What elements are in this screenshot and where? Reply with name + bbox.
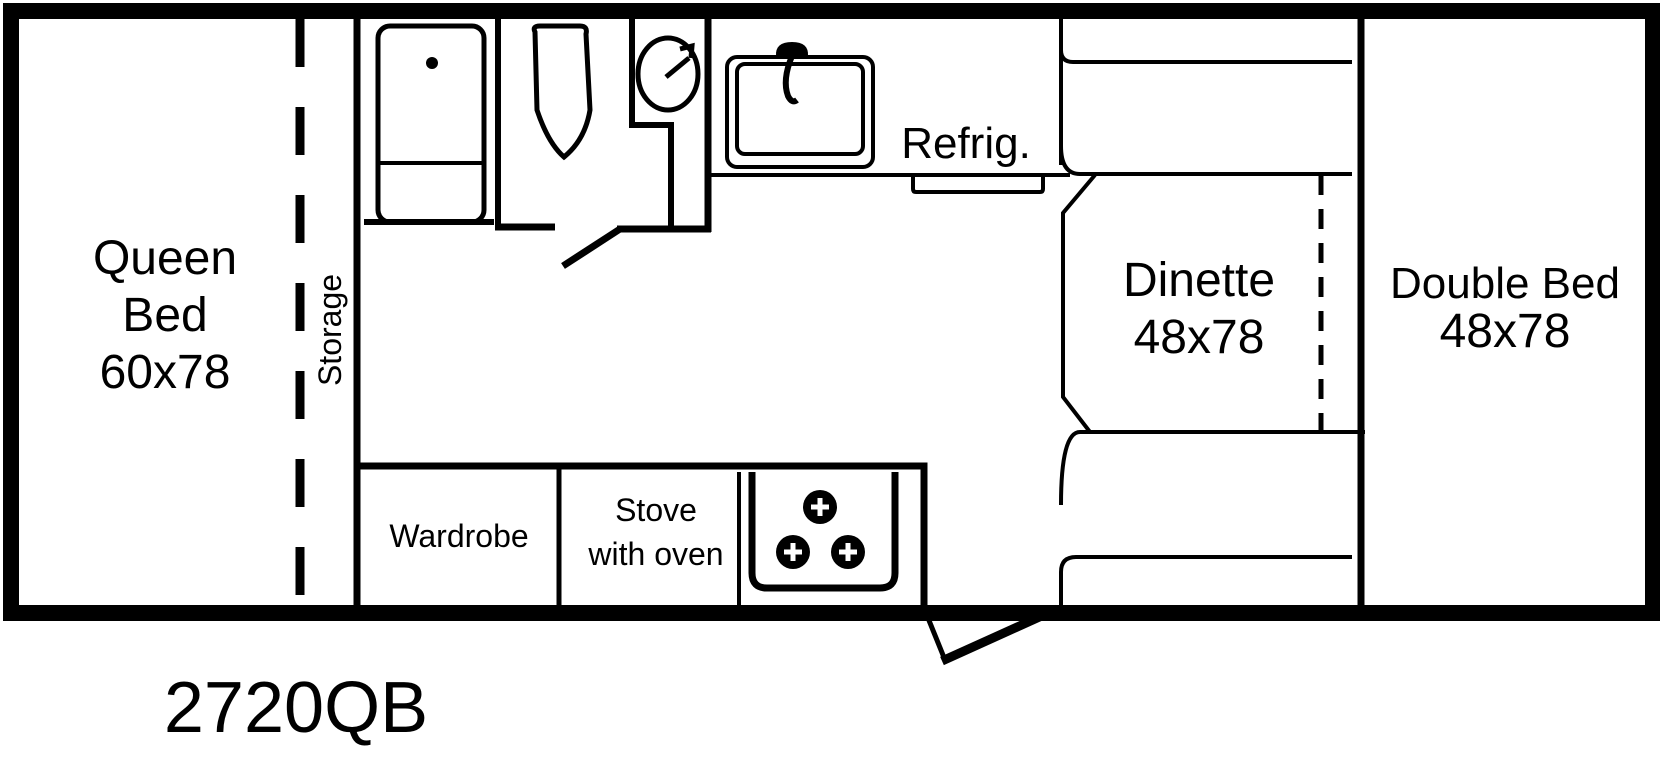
refrigerator-label: Refrig. [901,119,1031,168]
wardrobe-label: Wardrobe [389,518,528,554]
cooktop [748,472,899,592]
double-bed-size: 48x78 [1440,305,1571,358]
toilet-icon [531,23,593,161]
refrigerator-bracket [911,175,1045,194]
dinette-table-edge [1061,173,1097,434]
dinette-label: Dinette [1123,254,1275,307]
faucet-icon [775,42,809,56]
model-number: 2720QB [164,668,428,748]
stove-label-line1: Stove [615,492,697,528]
drain-icon [426,57,438,69]
queen-bed-size: 60x78 [100,346,231,399]
burner-icon [776,535,810,569]
double-bed-label: Double Bed [1390,259,1620,308]
storage-label: Storage [312,274,348,386]
bathtub [375,23,487,225]
entry-door-swing [940,604,1059,666]
kitchen-sink [725,42,875,169]
queen-bed-label-line2: Bed [122,289,207,342]
stove-label-line2: with oven [587,536,723,572]
bathroom-sink [635,35,701,113]
entry-door [923,612,948,661]
bath-door [561,226,622,269]
dinette-bench-top [1059,19,1352,176]
dinette-bench-bottom [1059,430,1352,605]
queen-bed-label-line1: Queen [93,232,237,285]
outer-wall [3,3,1660,621]
burner-icon [831,535,865,569]
burner-icon [803,490,837,524]
dinette-size: 48x78 [1134,311,1265,364]
lower-cabinet-outline [360,462,928,605]
